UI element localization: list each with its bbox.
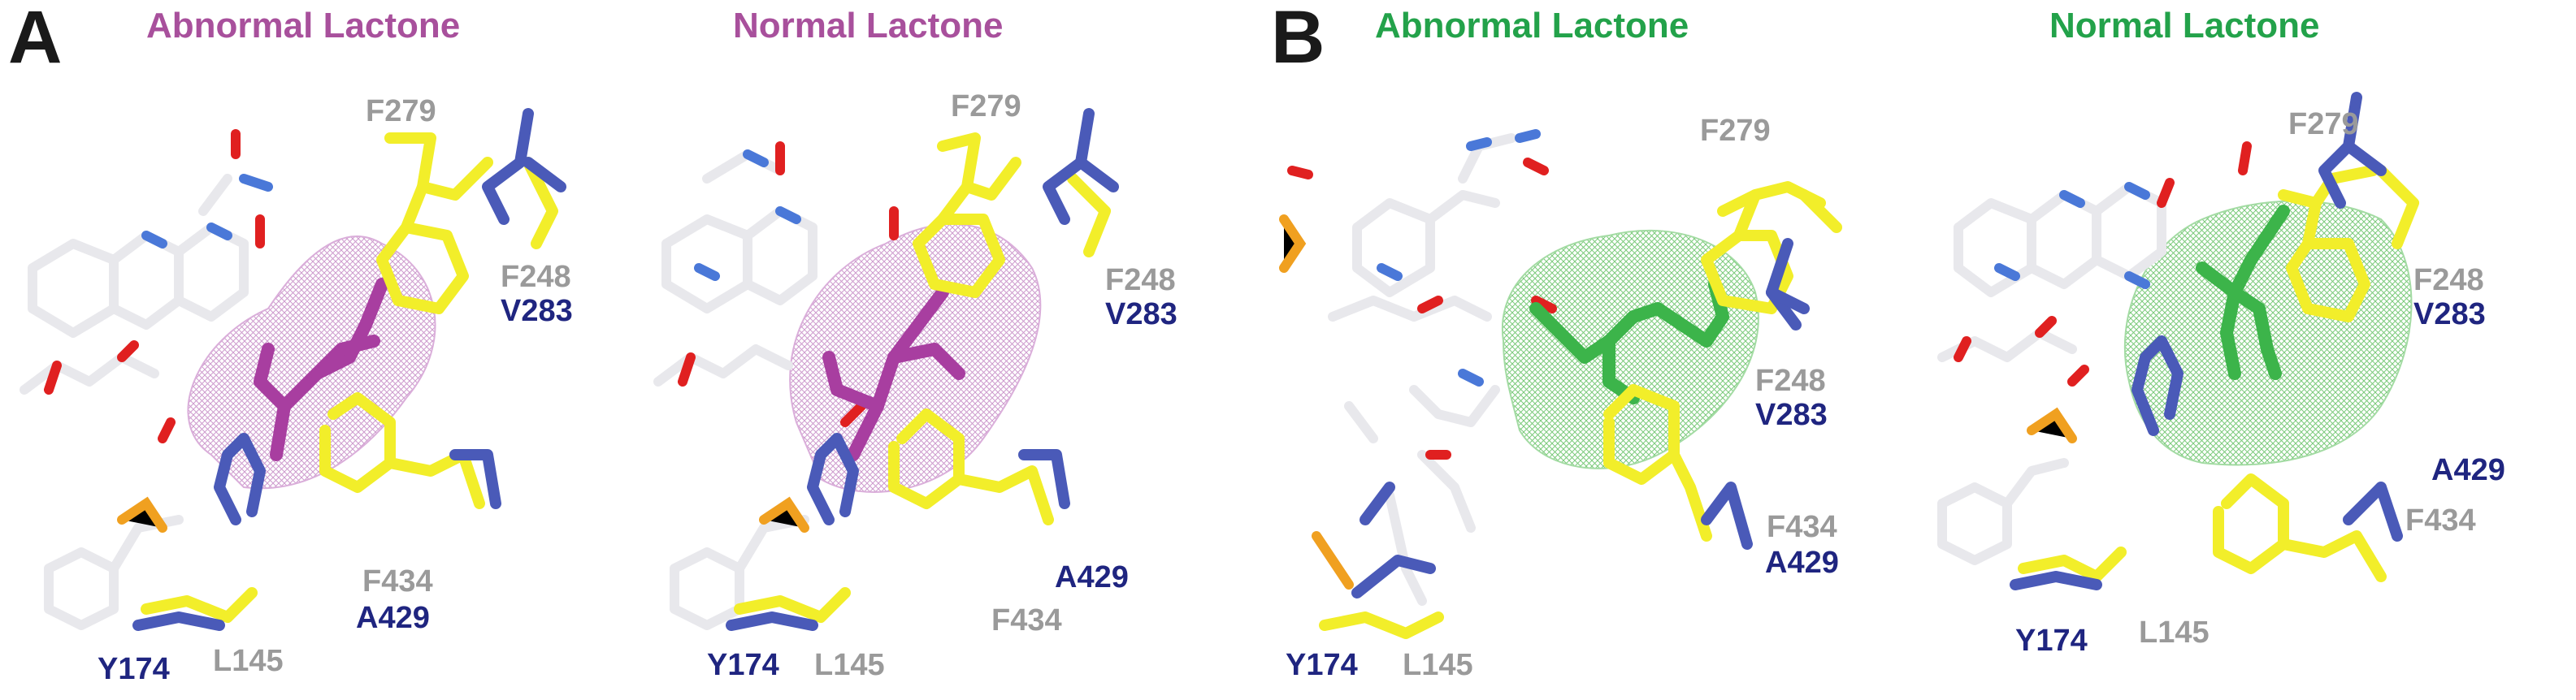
residue-label-f248: F248 — [1755, 364, 1826, 398]
structure-render-b-normal — [1937, 92, 2419, 590]
residue-label-a429: A429 — [356, 601, 430, 635]
residue-label-f434: F434 — [991, 603, 1062, 637]
residue-label-f248: F248 — [1105, 263, 1176, 297]
residue-label-y174: Y174 — [707, 648, 779, 682]
panel-title: Abnormal Lactone — [146, 6, 461, 45]
residue-label-y174: Y174 — [98, 652, 170, 686]
residue-label-f279: F279 — [1700, 114, 1771, 148]
residue-label-l145: L145 — [213, 644, 284, 678]
residue-label-v283: V283 — [2413, 297, 2486, 331]
structure-render-a-abnormal — [20, 108, 566, 631]
residue-label-y174: Y174 — [1286, 648, 1358, 682]
residue-label-f248: F248 — [2413, 263, 2484, 297]
residue-label-f434: F434 — [2405, 503, 2476, 538]
residue-label-a429: A429 — [2431, 453, 2505, 487]
residue-label-v283: V283 — [501, 294, 573, 328]
residue-label-l145: L145 — [2139, 616, 2210, 650]
residue-label-f279: F279 — [951, 89, 1021, 123]
panel-b-abnormal: B Abnormal Lactone F279 F248 V283 F434 A… — [1268, 0, 1918, 700]
panel-letter: A — [8, 0, 63, 79]
panel-title: Abnormal Lactone — [1375, 6, 1689, 45]
panel-title: Normal Lactone — [733, 6, 1004, 45]
panel-a-abnormal: A Abnormal Lactone F279 F248 V283 F434 A… — [0, 0, 626, 700]
residue-label-v283: V283 — [1755, 398, 1828, 432]
structure-render-b-abnormal — [1279, 129, 1842, 639]
structure-render-a-normal — [653, 108, 1119, 631]
panel-title: Normal Lactone — [2049, 6, 2320, 45]
residue-label-f279: F279 — [2288, 107, 2359, 141]
panel-a-normal: Normal Lactone F279 F248 V283 A429 F434 … — [634, 0, 1260, 700]
mesh-surface — [1501, 229, 1759, 469]
residue-label-f434: F434 — [1767, 510, 1837, 544]
residue-label-v283: V283 — [1105, 297, 1177, 331]
residue-label-a429: A429 — [1055, 560, 1129, 594]
residue-label-l145: L145 — [1403, 648, 1473, 682]
residue-label-l145: L145 — [814, 648, 885, 682]
residue-label-y174: Y174 — [2015, 624, 2088, 658]
residue-label-f248: F248 — [501, 260, 571, 294]
residue-label-f434: F434 — [362, 564, 433, 598]
panel-b-normal: Normal Lactone F279 F248 V283 A429 F434 … — [1926, 0, 2576, 700]
panel-letter: B — [1271, 0, 1325, 79]
residue-label-a429: A429 — [1765, 546, 1839, 580]
residue-label-f279: F279 — [366, 94, 436, 128]
